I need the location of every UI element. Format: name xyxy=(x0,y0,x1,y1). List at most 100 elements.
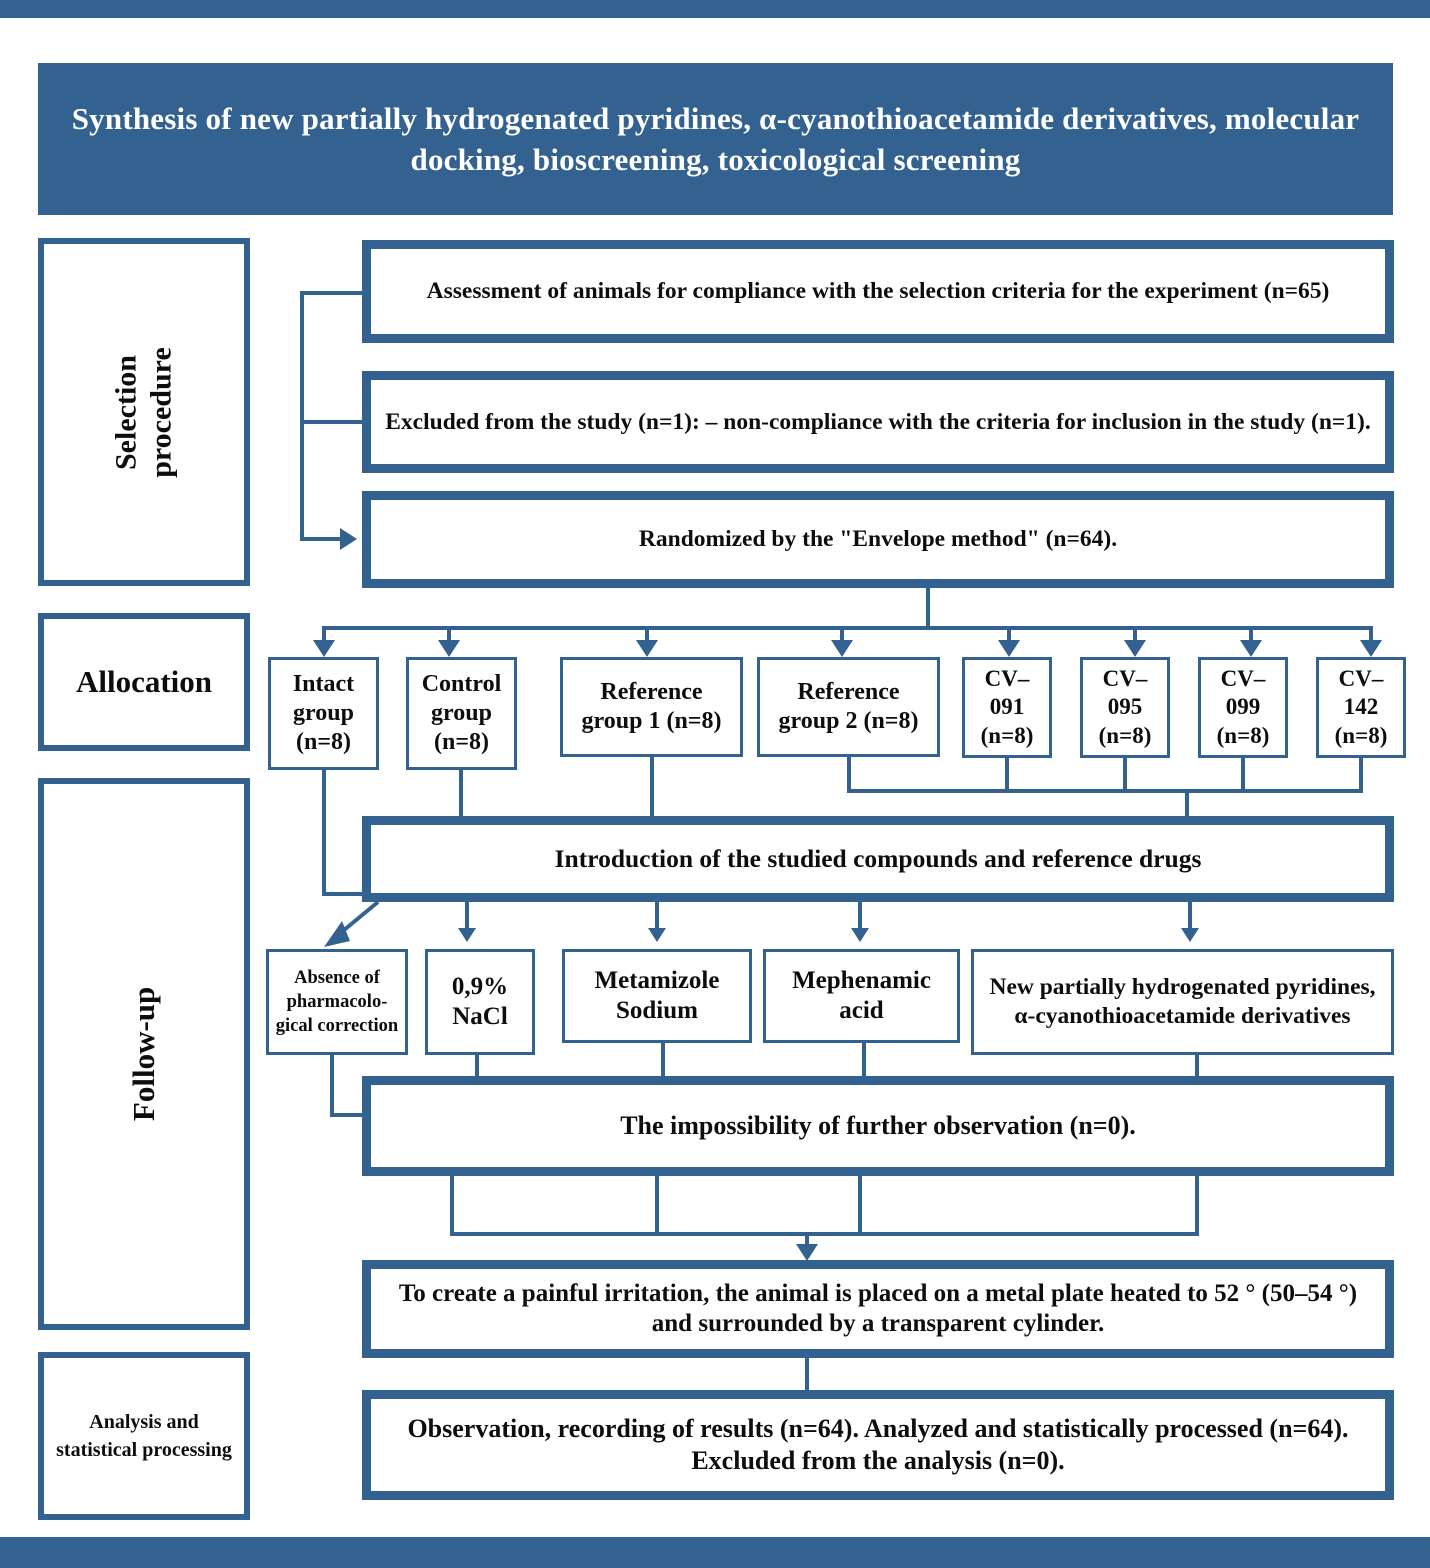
mephenamic-drop xyxy=(858,902,862,932)
absence-elbow xyxy=(330,1113,370,1117)
allocation-fan-drop xyxy=(926,588,930,626)
control-drop xyxy=(459,770,463,820)
newpyridines-drop-2 xyxy=(1195,1055,1199,1080)
merge-tick-3 xyxy=(858,1176,862,1236)
allocation-arrow-5 xyxy=(998,640,1020,657)
cv-merge-drop xyxy=(1185,789,1189,820)
selection-box-randomized: Randomized by the "Envelope method" (n=6… xyxy=(362,491,1394,588)
stage-label-allocation-text: Allocation xyxy=(75,664,213,700)
allocation-box-cv091-text: CV–091 (n=8) xyxy=(980,666,1034,748)
top-accent-bar xyxy=(0,0,1430,18)
allocation-tick-5 xyxy=(1007,626,1011,646)
allocation-arrow-1 xyxy=(313,640,335,657)
mephenamic-drop-2 xyxy=(862,1043,866,1080)
allocation-box-control: Control group (n=8) xyxy=(406,657,517,770)
allocation-box-cv099-text: CV–099 (n=8) xyxy=(1216,666,1270,748)
allocation-tick-8 xyxy=(1369,626,1373,646)
treatment-box-newpyridines-text: New partially hydrogenated pyridines, α-… xyxy=(989,974,1376,1029)
allocation-box-ref2: Reference group 2 (n=8) xyxy=(757,657,940,757)
allocation-arrow-7 xyxy=(1240,640,1262,657)
cv142-drop xyxy=(1359,758,1363,792)
page-title-text: Synthesis of new partially hydrogenated … xyxy=(71,100,1360,177)
treatment-box-newpyridines: New partially hydrogenated pyridines, α-… xyxy=(971,949,1394,1055)
followup-box-introduction-text: Introduction of the studied compounds an… xyxy=(554,844,1202,874)
nacl-arrow xyxy=(458,928,476,942)
absence-drop xyxy=(330,1055,334,1117)
stage-label-selection-text: Selection procedure xyxy=(109,346,178,478)
intact-drop xyxy=(322,770,326,896)
merge-tick-2 xyxy=(655,1176,659,1236)
followup-box-introduction: Introduction of the studied compounds an… xyxy=(362,816,1394,902)
allocation-box-cv099: CV–099 (n=8) xyxy=(1198,657,1288,758)
selection-box-assessment: Assessment of animals for compliance wit… xyxy=(362,240,1394,343)
allocation-box-cv142: CV–142 (n=8) xyxy=(1316,657,1406,758)
analysis-box-observation-text: Observation, recording of results (n=64)… xyxy=(407,1414,1349,1475)
followup-box-impossibility-text: The impossibility of further observation… xyxy=(620,1111,1136,1141)
treatment-box-mephenamic: Mephenamic acid xyxy=(763,949,960,1043)
allocation-arrow-6 xyxy=(1124,640,1146,657)
allocation-arrow-2 xyxy=(438,640,460,657)
metamizole-arrow xyxy=(648,928,666,942)
nacl-drop xyxy=(465,902,469,932)
newpyridines-arrow xyxy=(1181,928,1199,942)
allocation-box-cv091: CV–091 (n=8) xyxy=(962,657,1052,758)
selection-spine xyxy=(300,291,304,540)
allocation-box-intact-text: Intact group (n=8) xyxy=(292,670,355,756)
stage-label-analysis: Analysis and statistical processing xyxy=(38,1352,250,1520)
mephenamic-arrow xyxy=(851,928,869,942)
selection-box-excluded: Excluded from the study (n=1): – non-com… xyxy=(362,371,1394,473)
observation-drop xyxy=(805,1358,809,1420)
allocation-arrow-8 xyxy=(1360,640,1382,657)
treatment-box-metamizole-text: Metamizole Sodium xyxy=(594,966,720,1025)
merge-drop xyxy=(805,1232,809,1250)
stage-label-analysis-text: Analysis and statistical processing xyxy=(56,1411,232,1461)
stage-label-followup-text: Follow-up xyxy=(126,986,162,1122)
cv-merge-rail xyxy=(847,789,1363,793)
allocation-tick-6 xyxy=(1133,626,1137,646)
merge-rail xyxy=(450,1232,1199,1236)
allocation-box-intact: Intact group (n=8) xyxy=(268,657,379,770)
cv095-drop xyxy=(1123,758,1127,792)
ref2-drop xyxy=(847,757,851,792)
nacl-drop-2 xyxy=(475,1055,479,1080)
allocation-box-control-text: Control group (n=8) xyxy=(421,670,502,756)
allocation-box-cv095-text: CV–095 (n=8) xyxy=(1098,666,1152,748)
selection-arrow-randomized xyxy=(340,528,357,550)
allocation-arrow-4 xyxy=(831,640,853,657)
allocation-box-ref2-text: Reference group 2 (n=8) xyxy=(778,678,919,734)
merge-tick-1 xyxy=(450,1176,454,1236)
allocation-tick-3 xyxy=(645,626,649,646)
cv099-drop xyxy=(1241,758,1245,792)
merge-tick-4 xyxy=(1195,1176,1199,1236)
allocation-box-cv142-text: CV–142 (n=8) xyxy=(1334,666,1388,748)
ref1-drop xyxy=(650,757,654,820)
followup-box-irritation: To create a painful irritation, the anim… xyxy=(362,1260,1394,1358)
selection-stub-3 xyxy=(300,537,342,541)
treatment-box-absence-text: Absence of pharmacolo-gical correction xyxy=(275,967,399,1037)
followup-box-impossibility: The impossibility of further observation… xyxy=(362,1076,1394,1176)
selection-box-assessment-text: Assessment of animals for compliance wit… xyxy=(426,278,1330,305)
treatment-box-nacl-text: 0,9% NaCl xyxy=(451,972,509,1031)
page-title: Synthesis of new partially hydrogenated … xyxy=(38,63,1393,215)
absence-diagonal-arrow xyxy=(324,900,380,947)
treatment-box-absence: Absence of pharmacolo-gical correction xyxy=(266,949,408,1055)
intact-elbow xyxy=(322,892,370,896)
metamizole-drop-2 xyxy=(661,1043,665,1080)
stage-label-selection: Selection procedure xyxy=(38,238,250,586)
analysis-box-observation: Observation, recording of results (n=64)… xyxy=(362,1390,1394,1500)
selection-stub-2 xyxy=(300,420,362,424)
stage-label-followup: Follow-up xyxy=(38,778,250,1330)
stage-label-allocation: Allocation xyxy=(38,613,250,751)
allocation-tick-1 xyxy=(322,626,326,646)
metamizole-drop xyxy=(655,902,659,932)
allocation-box-cv095: CV–095 (n=8) xyxy=(1080,657,1170,758)
treatment-box-nacl: 0,9% NaCl xyxy=(425,949,535,1055)
newpyridines-drop xyxy=(1188,902,1192,932)
selection-box-excluded-text: Excluded from the study (n=1): – non-com… xyxy=(385,408,1371,435)
treatment-box-metamizole: Metamizole Sodium xyxy=(562,949,752,1043)
allocation-fan-rail xyxy=(322,626,1372,630)
cv091-drop xyxy=(1005,758,1009,792)
followup-box-irritation-text: To create a painful irritation, the anim… xyxy=(398,1279,1358,1338)
allocation-tick-2 xyxy=(447,626,451,646)
